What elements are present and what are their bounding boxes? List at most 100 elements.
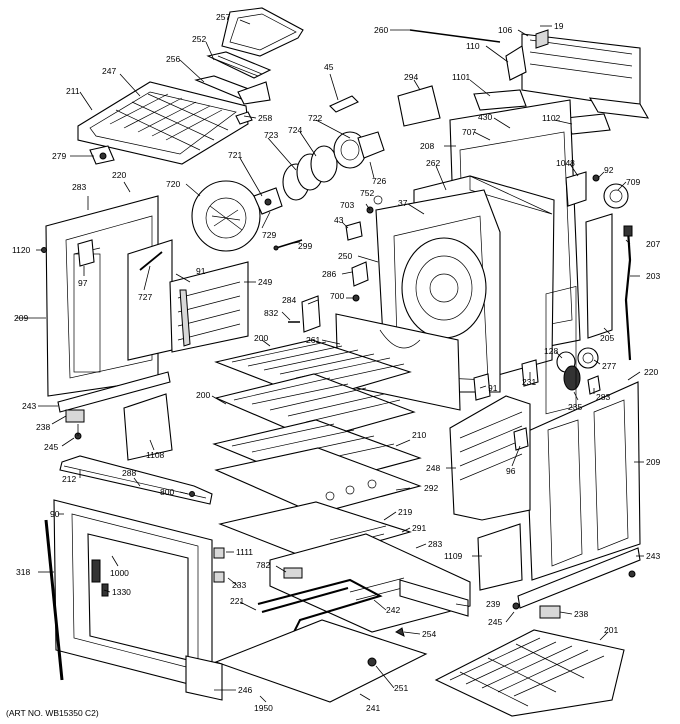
callout-258: 258: [258, 113, 272, 123]
callout-37: 37: [398, 198, 408, 208]
callout-1330: 1330: [112, 587, 131, 597]
callout-288: 288: [122, 468, 136, 478]
callout-208: 208: [420, 141, 434, 151]
callout-92: 92: [604, 165, 614, 175]
part-cooktop-panel: [77, 81, 249, 165]
callout-246: 246: [238, 685, 252, 695]
part-oven-racks: [214, 339, 416, 441]
callout-1111: 1111: [236, 547, 253, 557]
part-rack-support-left: [169, 261, 249, 353]
callout-1101: 1101: [452, 72, 471, 82]
callout-220: 220: [112, 170, 126, 180]
part-insulation: [127, 239, 173, 361]
callout-292: 292: [424, 483, 438, 493]
callout-782: 782: [256, 560, 270, 570]
part-screw-1120: [41, 247, 47, 253]
callout-721: 721: [228, 150, 242, 160]
callout-727: 727: [138, 292, 152, 302]
callout-250: 250: [338, 251, 352, 261]
callout-210: 210: [412, 430, 426, 440]
callout-709: 709: [626, 177, 640, 187]
callout-707: 707: [462, 127, 476, 137]
callout-245: 245: [44, 442, 58, 452]
callout-726: 726: [372, 176, 386, 186]
callout-242: 242: [386, 605, 400, 615]
callout-262: 262: [426, 158, 440, 168]
callout-200: 200: [254, 333, 268, 343]
part-shield-1101: [473, 89, 527, 111]
callout-238: 238: [36, 422, 50, 432]
callout-labels: 257 252 256 247 211 258 45 722 724 723 2…: [12, 12, 660, 713]
callout-19: 19: [554, 21, 564, 31]
callout-96: 96: [506, 466, 516, 476]
part-vent-assembly: [194, 51, 272, 105]
part-convection-fan-set: [282, 131, 385, 201]
callout-219: 219: [398, 507, 412, 517]
callout-45: 45: [324, 62, 334, 72]
part-right-side-panel: [525, 285, 641, 581]
callout-800: 800: [160, 487, 174, 497]
callout-752: 752: [360, 188, 374, 198]
part-insulation-205: [585, 213, 613, 339]
part-drawer-bottom: [214, 619, 428, 703]
callout-832: 832: [264, 308, 278, 318]
callout-430: 430: [478, 112, 492, 122]
callout-245: 245: [488, 617, 502, 627]
callout-241: 241: [366, 703, 380, 713]
callout-239: 239: [486, 599, 500, 609]
callout-277: 277: [602, 361, 616, 371]
callout-299: 299: [298, 241, 312, 251]
callout-284: 284: [282, 295, 296, 305]
part-rack-support-right: [449, 395, 531, 521]
part-door-hinge-brackets: [213, 547, 225, 583]
callout-249: 249: [258, 277, 272, 287]
callout-233: 233: [232, 580, 246, 590]
callout-261: 261: [306, 335, 320, 345]
callout-724: 724: [288, 125, 302, 135]
callout-91: 91: [196, 266, 206, 276]
callout-1000: 1000: [110, 568, 129, 578]
part-back-cover: [521, 29, 650, 119]
part-oven-door: [44, 499, 223, 701]
callout-294: 294: [404, 72, 418, 82]
part-right-brackets: [565, 171, 629, 209]
callout-286: 286: [322, 269, 336, 279]
callout-203: 203: [646, 271, 660, 281]
callout-221: 221: [230, 596, 244, 606]
callout-252: 252: [192, 34, 206, 44]
callout-212: 212: [62, 474, 76, 484]
part-vent-trim: [221, 7, 304, 57]
callout-257: 257: [216, 12, 230, 22]
callout-256: 256: [166, 54, 180, 64]
part-rod-260: [409, 29, 501, 43]
part-sensor-clip: [329, 95, 359, 113]
callout-248: 248: [426, 463, 440, 473]
callout-201: 201: [604, 625, 618, 635]
art-number: (ART NO. WB15350 C2): [6, 708, 99, 718]
callout-91: 91: [488, 383, 498, 393]
part-lower-panel: [269, 533, 471, 633]
callout-703: 703: [340, 200, 354, 210]
callout-200: 200: [196, 390, 210, 400]
part-side-shield-1108: [123, 393, 173, 461]
callout-318: 318: [16, 567, 30, 577]
leader-lines: [16, 19, 644, 703]
part-side-shield-1109: [477, 523, 523, 591]
callout-247: 247: [102, 66, 116, 76]
part-bracket-97: [77, 239, 95, 267]
callout-729: 729: [262, 230, 276, 240]
callout-722: 722: [308, 113, 322, 123]
callout-700: 700: [330, 291, 344, 301]
part-broil-rack: [434, 629, 625, 717]
callout-209: 209: [646, 457, 660, 467]
part-shield-1102: [565, 113, 611, 135]
callout-283: 283: [596, 392, 610, 402]
callout-279: 279: [52, 151, 66, 161]
callout-238: 238: [574, 609, 588, 619]
callout-1950: 1950: [254, 703, 273, 713]
callout-211: 211: [66, 86, 80, 96]
callout-254: 254: [422, 629, 436, 639]
callout-235: 235: [568, 402, 582, 412]
callout-1109: 1109: [444, 551, 463, 561]
